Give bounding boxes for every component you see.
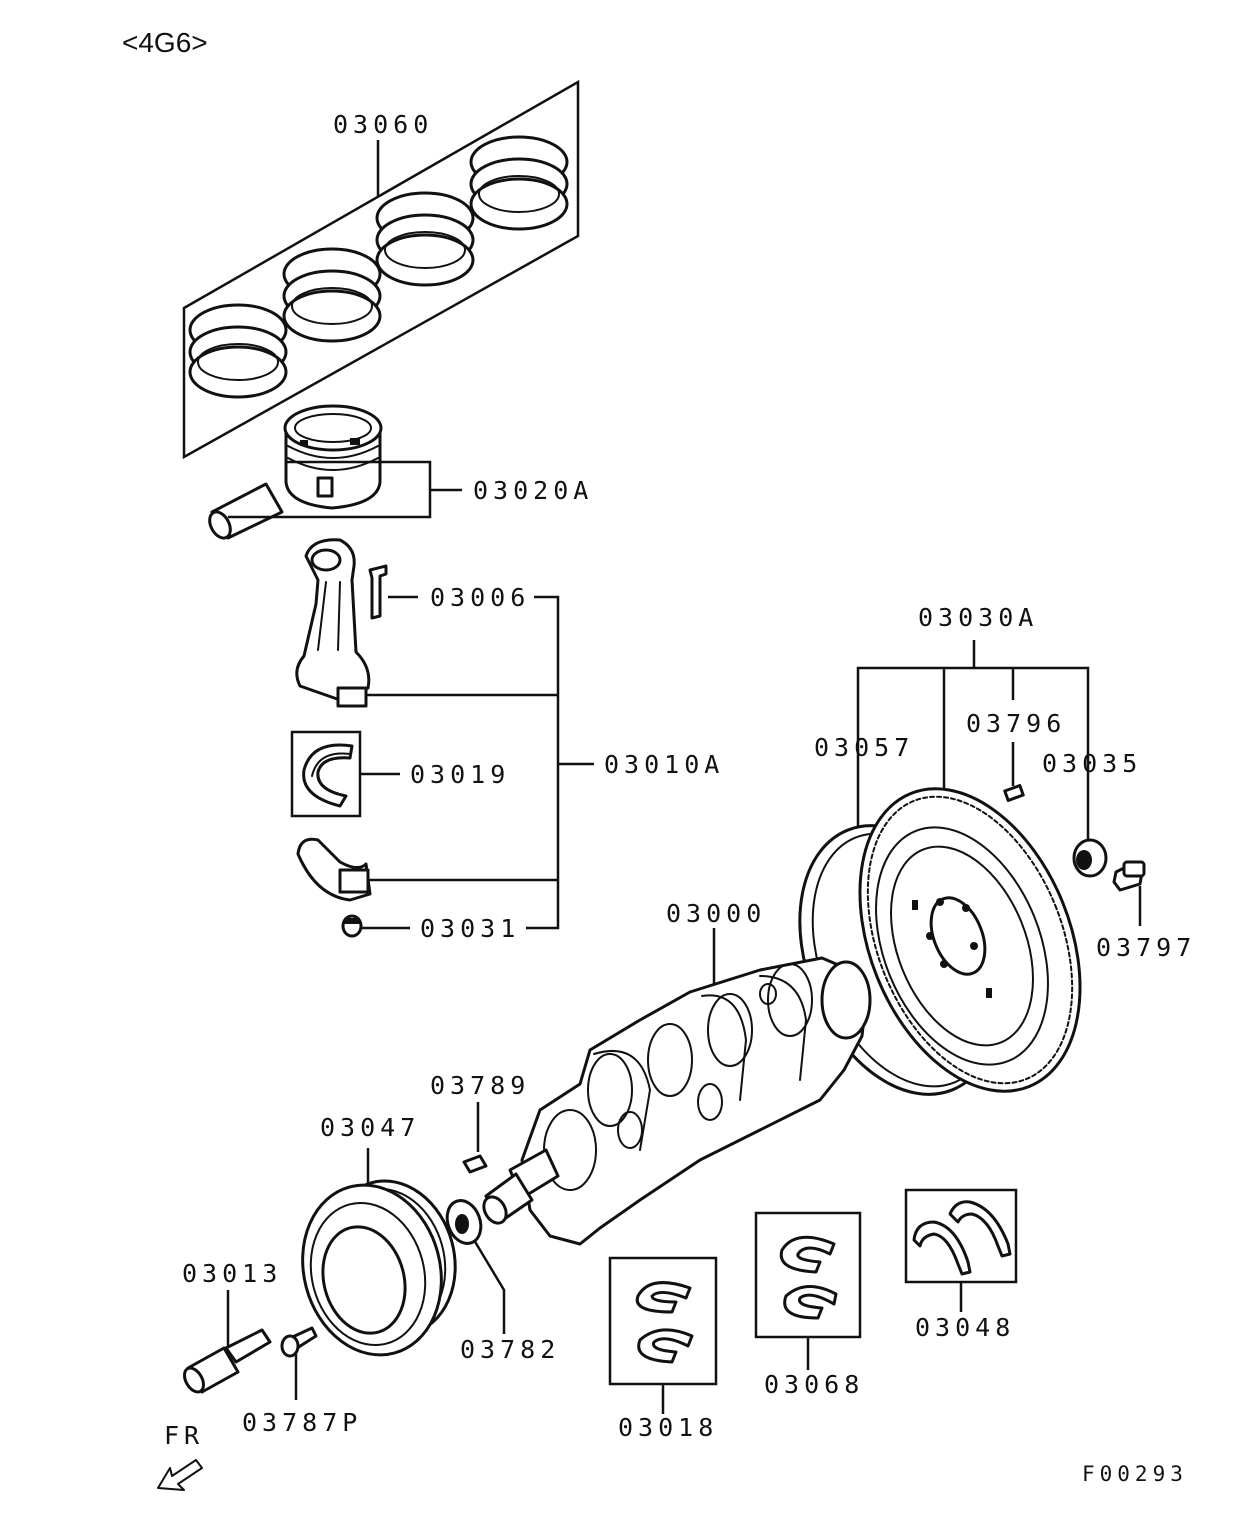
- flywheel: [858, 787, 1082, 1093]
- label-03057: 03057: [814, 733, 914, 762]
- flywheel-dowel: [1003, 784, 1025, 802]
- label-03035: 03035: [1042, 749, 1142, 778]
- pulley-screw: [280, 1326, 318, 1358]
- flywheel-bearing: [1072, 838, 1108, 878]
- front-arrow-icon: [157, 1459, 203, 1491]
- flywheel-bolt: [1112, 860, 1146, 892]
- label-03789: 03789: [430, 1071, 530, 1100]
- rod-bearing-upper: [302, 743, 354, 808]
- connecting-rod-nut: [341, 914, 363, 938]
- label-03068: 03068: [764, 1370, 864, 1399]
- ring-group-3: [375, 191, 475, 287]
- main-bearing-b: [779, 1235, 838, 1320]
- ring-group-4: [469, 135, 569, 231]
- thrust-washer: [912, 1200, 1012, 1276]
- bearing-box-03018: [608, 1256, 718, 1386]
- label-03031: 03031: [420, 914, 520, 943]
- label-03000: 03000: [666, 899, 766, 928]
- figure-code: F00293: [1082, 1462, 1188, 1486]
- direction-label: FR: [164, 1421, 204, 1450]
- label-03018: 03018: [618, 1413, 718, 1442]
- label-03019: 03019: [410, 760, 510, 789]
- main-bearing-a: [635, 1281, 694, 1364]
- label-03013: 03013: [182, 1259, 282, 1288]
- label-03782: 03782: [460, 1335, 560, 1364]
- piston: [283, 404, 383, 510]
- engine-code-title: <4G6>: [122, 27, 208, 58]
- connecting-rod-bolt: [368, 564, 388, 620]
- piston-ring-set: [182, 79, 580, 460]
- label-03060: 03060: [333, 110, 433, 139]
- connecting-rod-cap: [296, 837, 372, 902]
- label-03006: 03006: [430, 583, 530, 612]
- crankshaft: [482, 956, 872, 1246]
- label-03047: 03047: [320, 1113, 420, 1142]
- crank-pulley: [301, 1179, 457, 1357]
- label-03787P: 03787P: [242, 1408, 362, 1437]
- label-03010A: 03010A: [604, 750, 724, 779]
- connecting-rod: [295, 538, 371, 708]
- piston-pin: [208, 482, 284, 540]
- label-03797: 03797: [1096, 933, 1196, 962]
- crank-washer: [445, 1199, 483, 1245]
- label-03796: 03796: [966, 709, 1066, 738]
- label-03048: 03048: [915, 1313, 1015, 1342]
- label-03030A: 03030A: [918, 603, 1038, 632]
- ring-group-1: [188, 303, 288, 399]
- ring-group-2: [282, 247, 382, 343]
- crank-key: [462, 1154, 488, 1174]
- pulley-bolt: [183, 1328, 272, 1394]
- label-03020A: 03020A: [473, 476, 593, 505]
